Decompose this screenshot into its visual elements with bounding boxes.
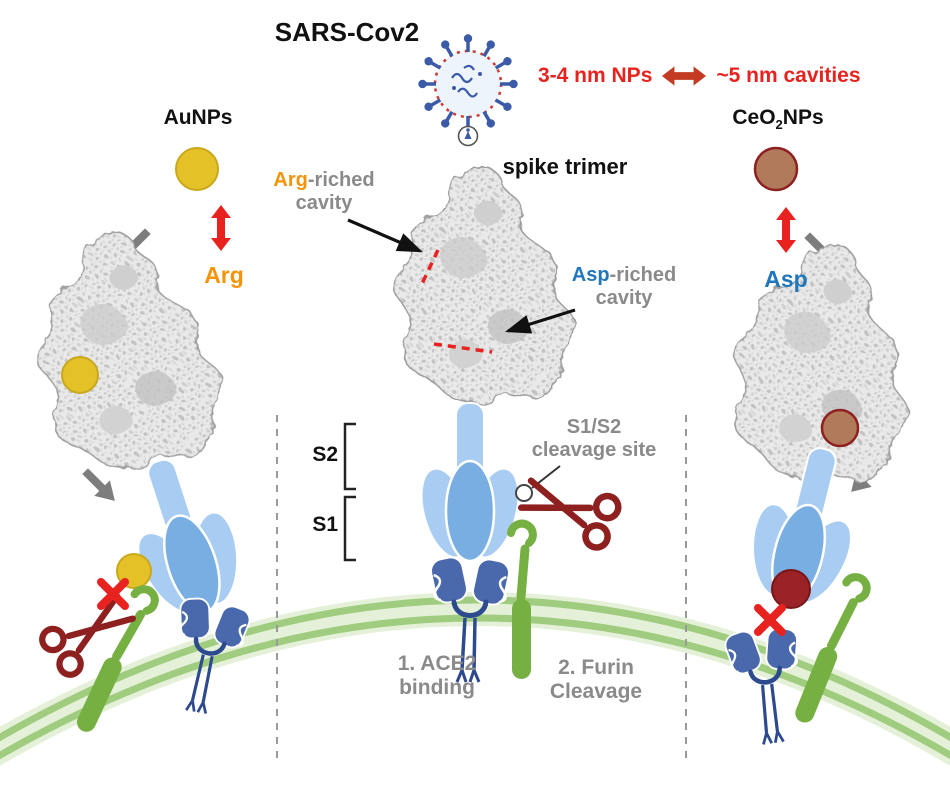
arg-cavity-label: Arg-riched cavity <box>260 169 388 214</box>
gray-arrow-left-lower <box>77 463 123 509</box>
annotation-arrow-arg <box>347 218 423 253</box>
arg-label: Arg <box>204 262 244 288</box>
red-x-right-icon <box>758 608 782 632</box>
arg-cavity-rest: -riched <box>307 169 375 191</box>
ceo2np-label-subscript: 2 <box>775 117 783 133</box>
aunp-on-blob <box>61 356 99 394</box>
annotation-arrow-asp <box>504 308 576 334</box>
red-double-arrow-right <box>776 207 796 253</box>
furin-line2: Cleavage <box>549 679 643 703</box>
cleavage-site-circle <box>515 484 533 502</box>
ceo2np-on-spike <box>771 569 811 609</box>
arg-cavity-amino: Arg <box>273 169 308 191</box>
ceo2np-label-suffix: NPs <box>782 106 824 129</box>
s2-bracket <box>343 422 356 491</box>
ace2-line1: 1. ACE2 <box>397 652 477 675</box>
ceo2np-label-prefix: CeO <box>732 106 776 129</box>
furin-cleavage-label: 2. Furin Cleavage <box>538 656 654 703</box>
np-size-label: 3-4 nm NPs <box>538 64 653 87</box>
asp-cavity-label: Asp-riched cavity <box>554 264 694 309</box>
figure-title: SARS-Cov2 <box>274 17 420 47</box>
ceo2np-circle <box>753 146 799 192</box>
red-double-arrow-icon <box>662 66 707 86</box>
aunp-circle <box>175 147 219 191</box>
sars-cov2-virion-icon <box>416 32 520 136</box>
red-double-arrow-left <box>211 205 231 251</box>
cavity-size-label: ~5 nm cavities <box>716 64 861 87</box>
s1-label: S1 <box>312 513 338 536</box>
cleavage-line1: S1/S2 <box>566 416 622 438</box>
cleavage-site-label: S1/S2 cleavage site <box>520 416 668 461</box>
aunp-label: AuNPs <box>163 106 233 129</box>
asp-cavity-amino: Asp <box>571 264 610 286</box>
spike-center <box>410 401 530 565</box>
cleavage-line2: cleavage site <box>531 438 657 461</box>
ceo2np-on-blob <box>820 408 860 448</box>
asp-label: Asp <box>764 266 808 292</box>
spike-trimer-label: spike trimer <box>502 154 628 179</box>
asp-cavity-rest: -riched <box>609 264 677 286</box>
furin-line1: 2. Furin <box>558 656 634 679</box>
arg-cavity-mark <box>418 249 440 289</box>
ceo2np-label: CeO2NPs <box>720 106 836 133</box>
asp-cavity-line2: cavity <box>595 286 653 309</box>
ace2-binding-label: 1. ACE2 binding <box>381 652 493 699</box>
arg-cavity-line2: cavity <box>295 191 353 214</box>
spike-callout-icon <box>457 125 479 147</box>
size-comparison: 3-4 nm NPs ~5 nm cavities <box>538 64 861 88</box>
s2-label: S2 <box>312 443 338 466</box>
ace2-line2: binding <box>399 675 475 699</box>
protein-blob-center <box>394 166 575 403</box>
asp-cavity-mark <box>433 342 493 354</box>
s1-bracket <box>343 495 356 562</box>
protein-blob-left <box>25 222 230 476</box>
